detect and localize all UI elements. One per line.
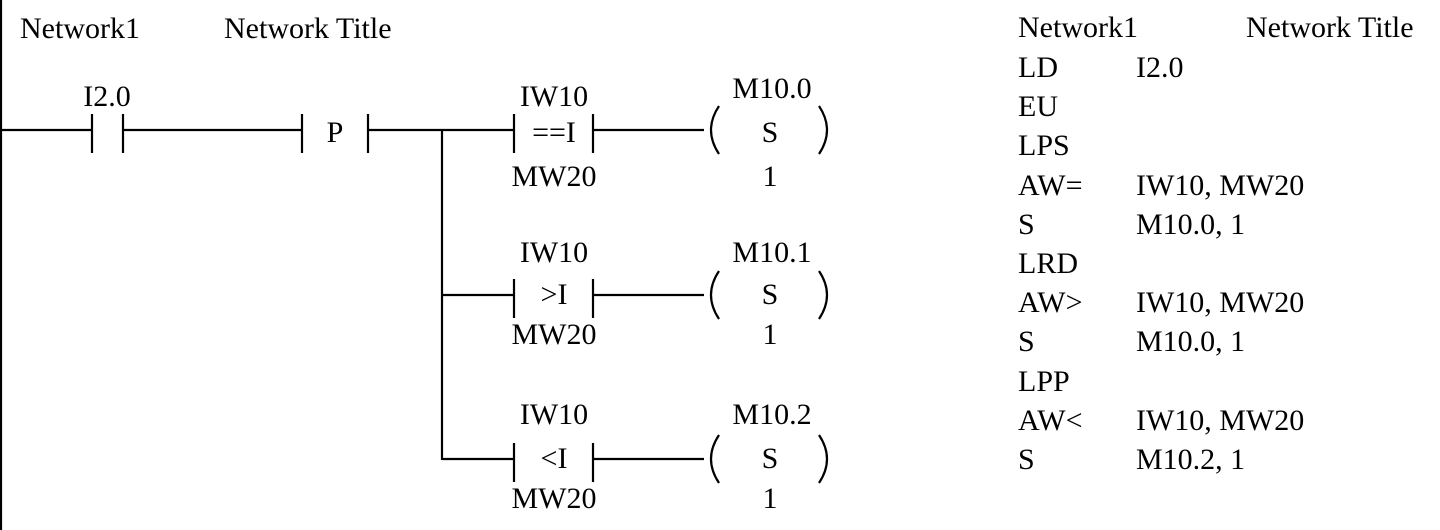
no-contact xyxy=(90,114,125,153)
positive-edge-contact xyxy=(300,114,370,153)
stl-op: LPP xyxy=(1018,364,1070,398)
stl-op: S xyxy=(1018,207,1035,241)
stl-op: AW= xyxy=(1018,168,1083,202)
stl-line: AW< IW10, MW20 xyxy=(1018,401,1438,440)
coil-left-paren xyxy=(709,270,720,320)
coil-count: 1 xyxy=(763,318,778,351)
compare-top-operand: IW10 xyxy=(520,236,588,269)
stl-line: LD I2.0 xyxy=(1018,48,1438,87)
stl-line: LRD xyxy=(1018,244,1438,283)
stl-line: LPS xyxy=(1018,126,1438,165)
rung-3: IW10 <I MW20 M10.2 S 1 xyxy=(442,398,829,515)
compare-operator: ==I xyxy=(532,116,576,149)
coil-right-paren xyxy=(818,105,829,155)
coil-type: S xyxy=(762,442,779,475)
coil-right-paren xyxy=(818,270,829,320)
compare-bottom-operand: MW20 xyxy=(512,318,597,351)
stl-op: S xyxy=(1018,442,1035,476)
stl-line: AW> IW10, MW20 xyxy=(1018,283,1438,322)
contact-address: I2.0 xyxy=(83,80,131,113)
stl-op: AW< xyxy=(1018,403,1083,437)
coil-left-paren xyxy=(709,434,720,484)
stl-arg: M10.0, 1 xyxy=(1136,207,1246,241)
compare-operator: <I xyxy=(541,442,568,475)
stl-arg: M10.2, 1 xyxy=(1136,442,1246,476)
ladder-network-title: Network Title xyxy=(224,12,392,45)
rung-2: IW10 >I MW20 M10.1 S 1 xyxy=(442,236,829,351)
stl-op: AW> xyxy=(1018,286,1083,320)
stl-line: S M10.2, 1 xyxy=(1018,440,1438,479)
stl-line: S M10.0, 1 xyxy=(1018,205,1438,244)
stl-header: Network1 Network Title xyxy=(1018,8,1438,48)
stl-line: EU xyxy=(1018,87,1438,126)
coil-type: S xyxy=(762,278,779,311)
stl-op: LPS xyxy=(1018,129,1070,163)
stl-arg: IW10, MW20 xyxy=(1136,168,1305,202)
compare-top-operand: IW10 xyxy=(520,80,588,113)
stl-network-label: Network1 xyxy=(1018,11,1138,44)
coil-address: M10.0 xyxy=(732,72,811,105)
stl-line: AW= IW10, MW20 xyxy=(1018,166,1438,205)
compare-bottom-operand: MW20 xyxy=(512,482,597,515)
stl-op: LD xyxy=(1018,51,1058,84)
stl-line: LPP xyxy=(1018,362,1438,401)
stl-arg: IW10, MW20 xyxy=(1136,403,1305,437)
coil-count: 1 xyxy=(763,160,778,193)
rung-1: IW10 ==I MW20 M10.0 S 1 xyxy=(442,72,829,193)
stl-network-title: Network Title xyxy=(1246,11,1414,44)
coil-address: M10.2 xyxy=(732,398,811,431)
coil-address: M10.1 xyxy=(732,236,811,269)
stl-arg: M10.0, 1 xyxy=(1136,325,1246,359)
coil-left-paren xyxy=(709,105,720,155)
coil-count: 1 xyxy=(763,482,778,515)
ladder-diagram: Network1 Network Title I2.0 P IW10 ==I M… xyxy=(0,0,829,530)
edge-symbol: P xyxy=(327,116,344,149)
compare-operator: >I xyxy=(541,278,568,311)
coil-type: S xyxy=(762,116,779,149)
stl-op: EU xyxy=(1018,90,1058,124)
stl-arg: IW10, MW20 xyxy=(1136,286,1305,320)
stl-op: LRD xyxy=(1018,246,1078,280)
stl-arg: I2.0 xyxy=(1136,51,1184,84)
stl-listing: Network1 Network Title LD I2.0 EU LPS AW=… xyxy=(1018,8,1438,479)
coil-right-paren xyxy=(818,434,829,484)
stl-line: S M10.0, 1 xyxy=(1018,322,1438,361)
compare-top-operand: IW10 xyxy=(520,398,588,431)
ladder-network-label: Network1 xyxy=(20,12,140,45)
stl-op: S xyxy=(1018,325,1035,359)
compare-bottom-operand: MW20 xyxy=(512,160,597,193)
